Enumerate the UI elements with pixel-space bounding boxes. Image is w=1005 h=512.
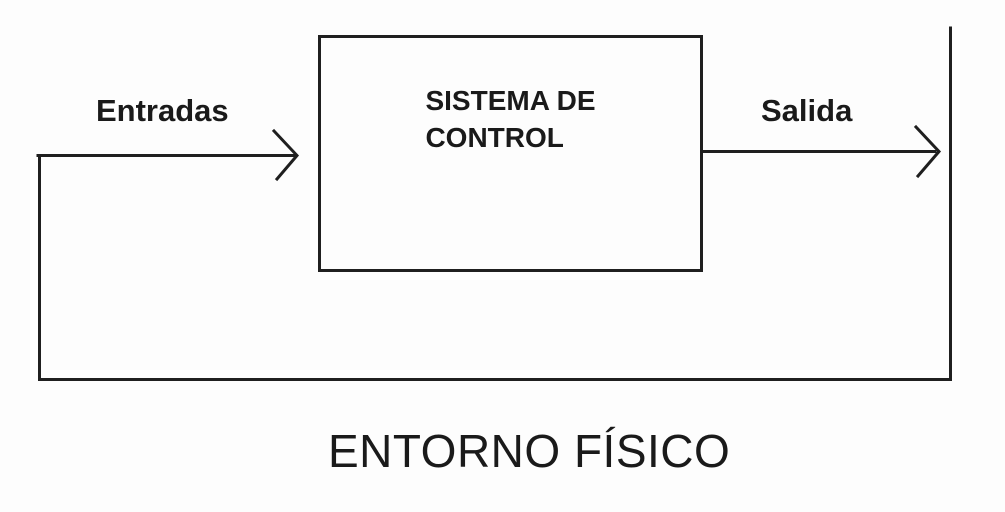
feedback-loop-line — [38, 26, 952, 381]
input-label: Entradas — [96, 93, 229, 128]
box-label-line-1: SISTEMA DE — [425, 85, 596, 116]
output-arrowhead-icon — [913, 124, 942, 179]
control-system-box-label: SISTEMA DE CONTROL — [425, 82, 595, 156]
environment-label: ENTORNO FÍSICO — [328, 425, 731, 477]
control-system-box — [318, 35, 703, 272]
control-system-box-label-wrap: SISTEMA DE CONTROL — [318, 82, 703, 156]
input-arrowhead-icon — [271, 128, 300, 182]
box-label-line-2: CONTROL — [425, 122, 564, 153]
output-label: Salida — [761, 93, 853, 128]
